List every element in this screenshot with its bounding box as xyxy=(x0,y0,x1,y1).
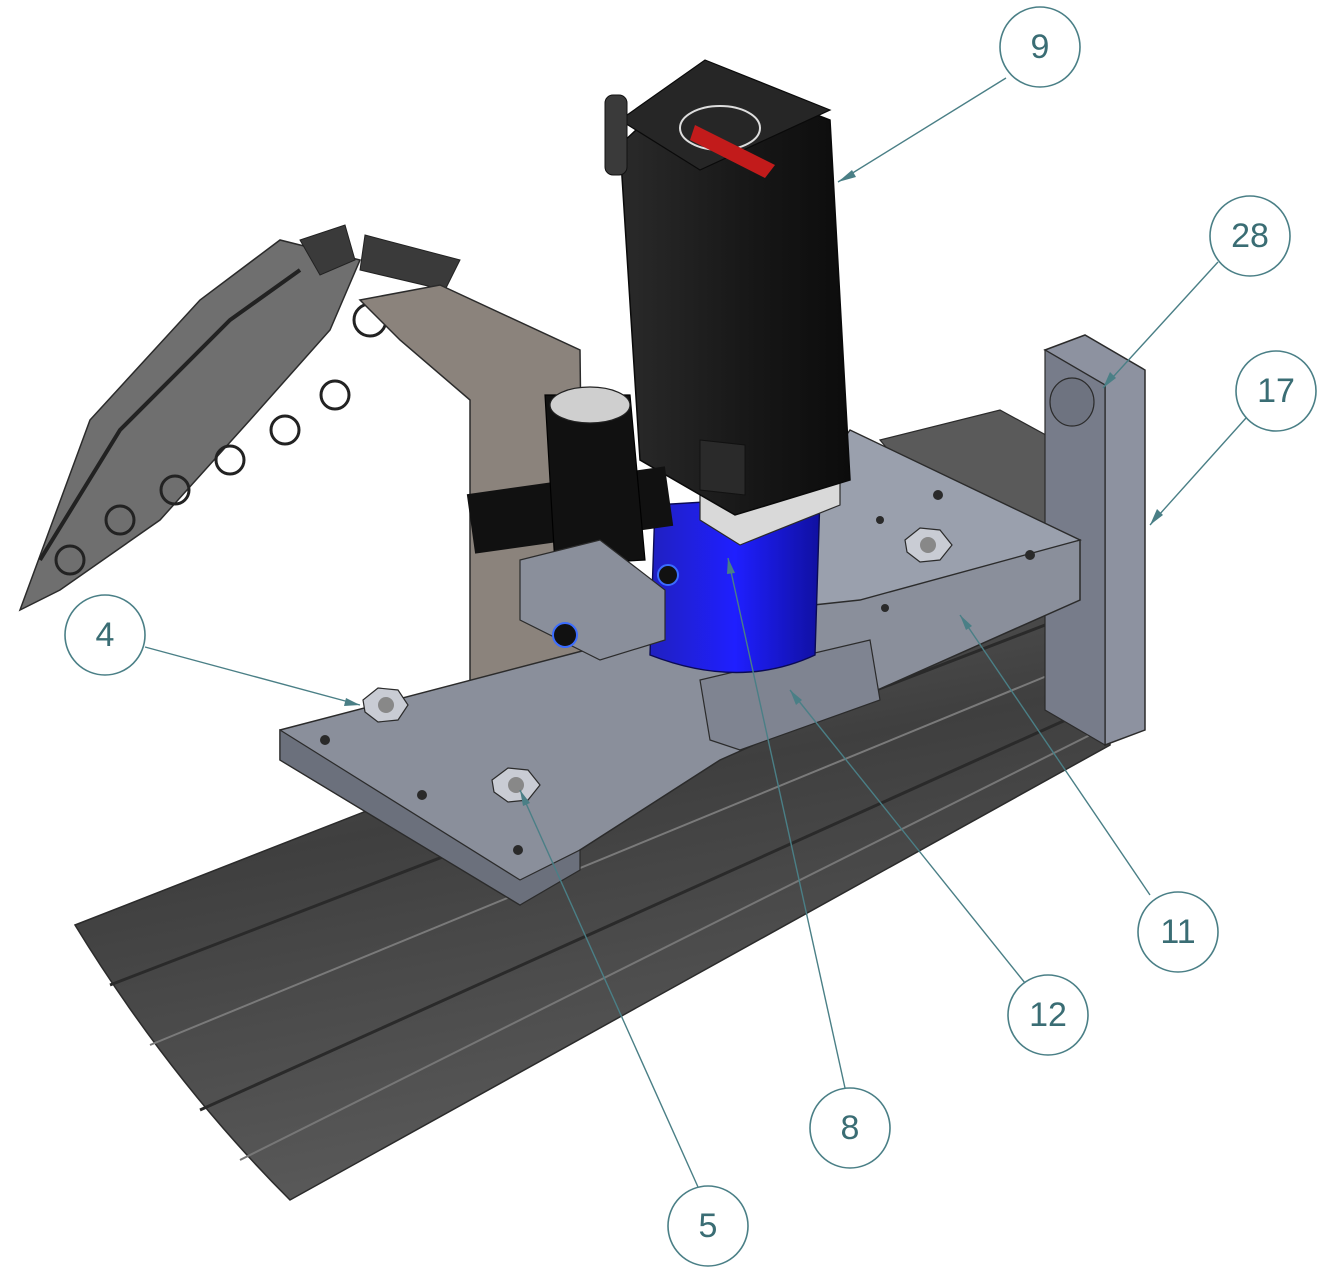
leader-12-arrow xyxy=(790,690,802,705)
leader-12 xyxy=(789,689,1026,984)
balloon-11: 11 xyxy=(1137,891,1219,973)
leader-17 xyxy=(1149,417,1247,526)
leader-8 xyxy=(727,557,846,1089)
leader-28 xyxy=(1102,261,1219,389)
balloon-4: 4 xyxy=(64,594,146,676)
balloon-12: 12 xyxy=(1007,974,1089,1056)
leader-9 xyxy=(837,77,1007,183)
balloon-12-label: 12 xyxy=(1029,996,1067,1034)
leader-11 xyxy=(959,614,1151,896)
balloon-4-label: 4 xyxy=(96,616,115,654)
leader-28-arrow xyxy=(1103,372,1116,388)
leader-17-arrow xyxy=(1150,509,1163,525)
balloon-28: 28 xyxy=(1209,195,1291,277)
hex-nut xyxy=(904,527,953,563)
hex-nut xyxy=(491,767,541,803)
pressure-regulator xyxy=(466,386,679,661)
end-plate-bore xyxy=(1049,377,1095,427)
balloon-8-label: 8 xyxy=(841,1109,860,1147)
leader-5 xyxy=(519,789,699,1188)
leader-9-arrow xyxy=(838,170,856,182)
leader-lines xyxy=(144,77,1247,1188)
leader-8-arrow xyxy=(727,558,735,574)
leader-4 xyxy=(144,646,361,706)
balloon-5: 5 xyxy=(667,1185,749,1267)
balloon-9-label: 9 xyxy=(1031,28,1050,66)
balloon-5-label: 5 xyxy=(699,1207,718,1245)
balloon-11-label: 11 xyxy=(1160,913,1195,951)
leader-4-arrow xyxy=(344,698,360,706)
balloon-28-label: 28 xyxy=(1231,217,1269,255)
stepper-motor xyxy=(604,59,851,516)
leader-5-arrow xyxy=(520,790,530,806)
balloon-9: 9 xyxy=(999,6,1081,88)
balloon-8: 8 xyxy=(809,1087,891,1169)
leader-11-arrow xyxy=(960,615,972,630)
drag-chain xyxy=(18,224,461,612)
balloon-17-label: 17 xyxy=(1257,372,1295,410)
hex-nut xyxy=(362,687,409,723)
balloon-17: 17 xyxy=(1235,350,1317,432)
